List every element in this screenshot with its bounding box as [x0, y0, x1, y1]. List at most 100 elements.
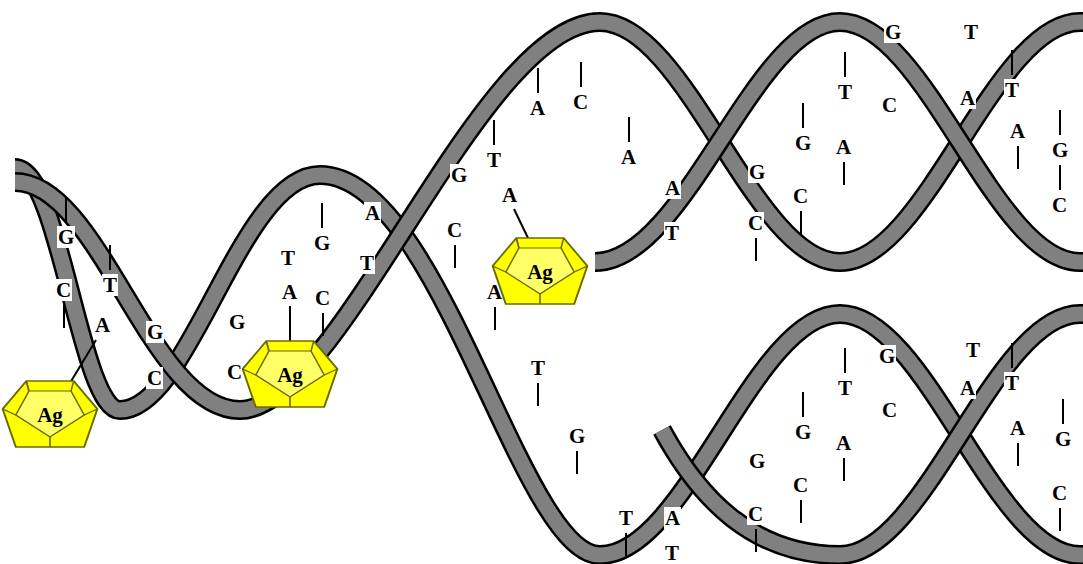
base-tick	[1017, 146, 1019, 169]
base-letter: T	[664, 542, 680, 564]
base-letter: A	[281, 281, 298, 303]
base-letter: T	[963, 21, 979, 43]
base-letter: T	[837, 377, 853, 399]
linker-line	[514, 209, 528, 238]
base-ticks	[64, 50, 1063, 556]
base-tick	[800, 211, 802, 234]
base-tick	[628, 117, 630, 142]
base-tick	[755, 529, 757, 552]
base-letter: G	[794, 421, 812, 443]
base-letter: G	[57, 226, 75, 248]
base-letter: A	[501, 184, 518, 206]
base-letter: C	[881, 399, 898, 421]
base-letter: G	[450, 164, 468, 186]
base-tick	[109, 245, 111, 270]
base-tick	[63, 305, 65, 328]
base-letter: T	[664, 222, 680, 244]
base-tick	[493, 120, 495, 145]
particle-label: Ag	[0, 379, 100, 451]
base-letter: C	[572, 91, 589, 113]
base-letter: T	[965, 339, 981, 361]
base-letter: T	[1004, 372, 1020, 394]
base-letter: T	[530, 357, 546, 379]
ribbon-outline	[662, 314, 1083, 555]
dna-ribbons	[15, 22, 1083, 555]
silver-particle: Ag	[0, 379, 100, 451]
ribbon-outline	[595, 22, 1083, 262]
base-tick	[1059, 508, 1061, 531]
base-letter: T	[359, 252, 375, 274]
linker-line	[70, 340, 96, 383]
base-tick	[1062, 399, 1064, 424]
base-tick	[802, 392, 804, 417]
base-tick	[494, 307, 496, 330]
base-letter: G	[878, 345, 896, 367]
base-tick	[65, 197, 67, 222]
base-letter: G	[1051, 139, 1069, 161]
silver-particle: Ag	[490, 236, 590, 308]
base-tick	[1011, 343, 1013, 368]
ribbon-outline	[15, 22, 1083, 410]
base-tick	[322, 313, 324, 336]
base-letter: T	[102, 274, 118, 296]
base-tick	[843, 458, 845, 481]
base-letter: T	[618, 507, 634, 529]
base-letter: C	[146, 367, 163, 389]
particle-label: Ag	[490, 236, 590, 308]
base-tick	[454, 245, 456, 268]
base-letter: G	[794, 132, 812, 154]
base-tick	[843, 162, 845, 185]
base-tick	[1059, 165, 1061, 190]
base-letter: G	[146, 321, 164, 343]
base-letter: C	[881, 94, 898, 116]
base-letter: A	[835, 432, 852, 454]
base-tick	[321, 203, 323, 228]
base-letter: A	[364, 202, 381, 224]
base-tick	[844, 348, 846, 373]
base-letter: C	[314, 287, 331, 309]
base-letter: A	[94, 314, 111, 336]
base-letter: A	[529, 97, 546, 119]
base-tick	[625, 533, 627, 556]
base-letter: G	[1054, 428, 1072, 450]
base-letter: C	[1051, 482, 1068, 504]
base-tick	[580, 62, 582, 87]
base-letter: A	[1009, 120, 1026, 142]
base-tick	[537, 68, 539, 93]
ribbon-strand	[15, 22, 1083, 410]
base-letter: A	[959, 87, 976, 109]
base-tick	[1059, 110, 1061, 135]
base-tick	[844, 52, 846, 77]
ribbon-strand	[662, 314, 1083, 555]
base-letter: C	[55, 279, 72, 301]
base-letter: G	[228, 311, 246, 333]
base-tick	[755, 238, 757, 261]
base-letter: A	[959, 377, 976, 399]
base-tick	[800, 500, 802, 523]
base-letter: A	[620, 146, 637, 168]
base-letter: C	[747, 503, 764, 525]
particle-label: Ag	[240, 339, 340, 411]
base-letter: T	[1004, 79, 1020, 101]
base-letter: T	[837, 81, 853, 103]
base-letter: A	[1009, 417, 1026, 439]
base-letter: C	[792, 474, 809, 496]
base-letter: C	[792, 185, 809, 207]
base-letter: C	[1051, 194, 1068, 216]
base-tick	[1017, 443, 1019, 466]
base-letter: A	[664, 177, 681, 199]
base-letter: G	[748, 161, 766, 183]
base-letter: T	[280, 247, 296, 269]
base-letter: G	[748, 450, 766, 472]
base-letter: C	[446, 219, 463, 241]
base-letter: T	[486, 149, 502, 171]
base-letter: C	[747, 212, 764, 234]
silver-particle: Ag	[240, 339, 340, 411]
base-letter: G	[884, 21, 902, 43]
base-tick	[802, 103, 804, 128]
base-letter: A	[835, 136, 852, 158]
base-letter: A	[664, 507, 681, 529]
base-letter: G	[313, 232, 331, 254]
ribbon-strand	[595, 22, 1083, 262]
base-tick	[1011, 50, 1013, 75]
